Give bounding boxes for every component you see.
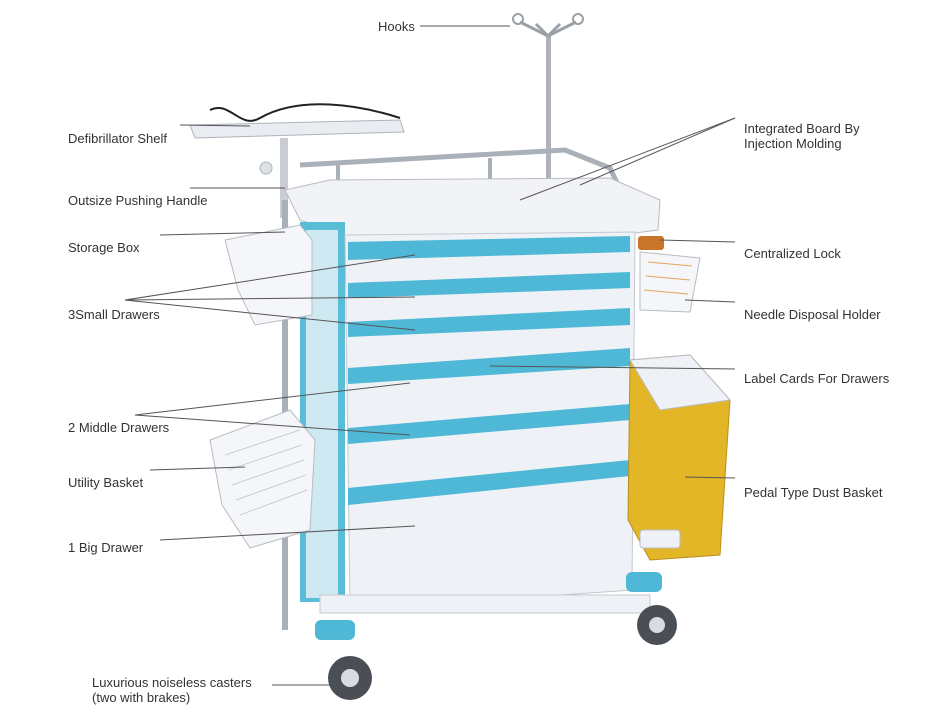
label-casters: Luxurious noiseless casters (two with br… <box>92 675 292 705</box>
label-middle-drawers: 2 Middle Drawers <box>68 420 170 435</box>
label-centralized-lock: Centralized Lock <box>744 246 841 261</box>
casters <box>315 572 677 700</box>
label-big-drawer: 1 Big Drawer <box>68 540 144 555</box>
label-small-drawers: 3Small Drawers <box>68 307 160 322</box>
storage-box <box>224 224 313 326</box>
label-integrated-board-line2: Injection Molding <box>744 136 842 151</box>
drawers <box>348 236 630 505</box>
label-pushing-handle: Outsize Pushing Handle <box>68 193 208 208</box>
utility-basket <box>209 409 316 549</box>
label-storage-box: Storage Box <box>68 240 140 255</box>
label-casters-line1: Luxurious noiseless casters <box>92 675 252 690</box>
dust-basket <box>627 354 731 561</box>
label-utility-basket: Utility Basket <box>68 475 144 490</box>
label-dust-basket: Pedal Type Dust Basket <box>744 485 883 500</box>
label-needle-holder: Needle Disposal Holder <box>744 307 881 322</box>
lock-and-needle-holder <box>638 236 701 313</box>
iv-pole <box>512 13 584 210</box>
label-hooks: Hooks <box>378 19 415 34</box>
label-casters-line2: (two with brakes) <box>92 690 191 705</box>
label-integrated-board-line1: Integrated Board By <box>744 121 860 136</box>
defibrillator-shelf <box>189 103 405 218</box>
label-defibrillator-shelf: Defibrillator Shelf <box>68 131 167 146</box>
label-integrated-board: Integrated Board By Injection Molding <box>744 121 944 151</box>
label-label-cards: Label Cards For Drawers <box>744 371 890 386</box>
leader-lines <box>124 25 736 686</box>
